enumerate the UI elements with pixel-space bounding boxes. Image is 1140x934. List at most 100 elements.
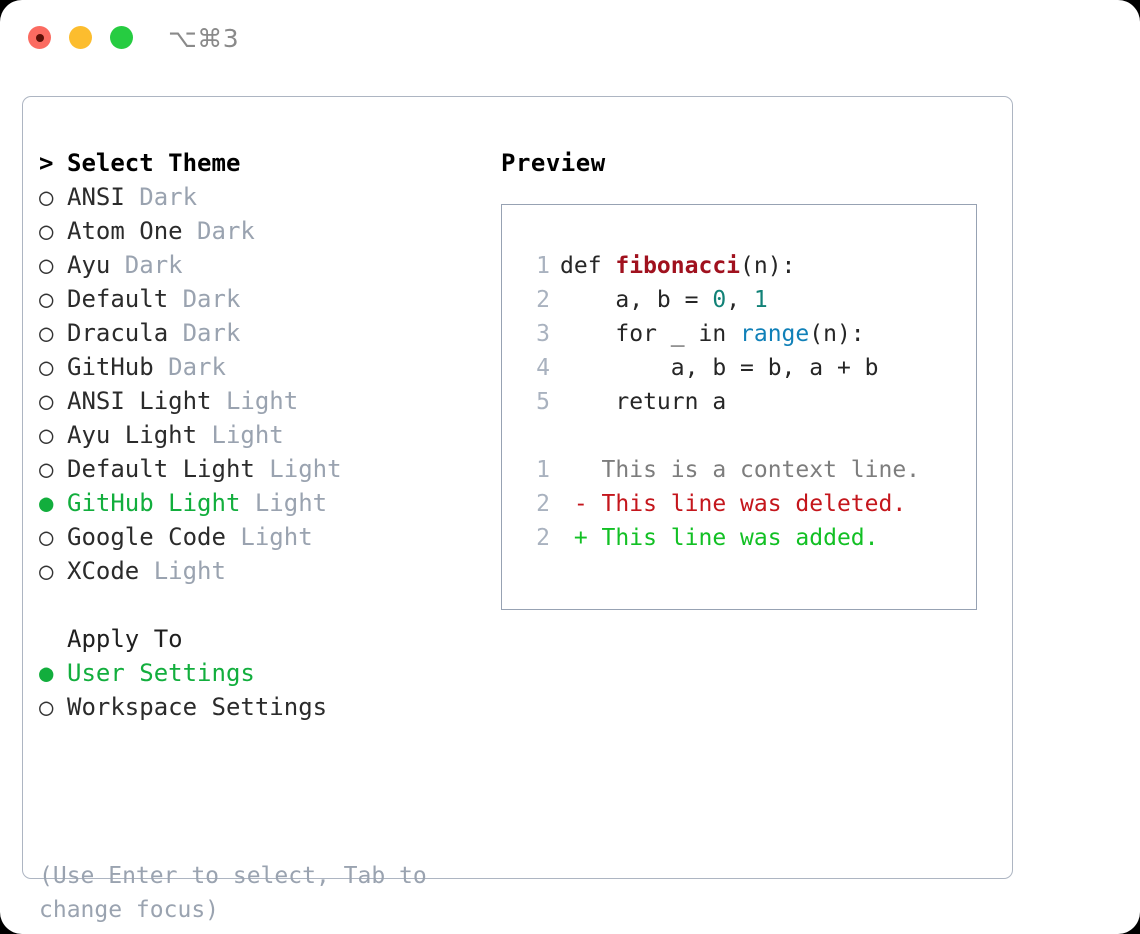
theme-category-label: Light <box>197 421 284 449</box>
theme-category-label: Dark <box>110 251 183 279</box>
radio-unselected-icon[interactable]: ○ <box>39 455 54 483</box>
apply-to-option-label: Workspace Settings <box>67 693 328 721</box>
code-token-plain: , <box>726 287 754 313</box>
radio-unselected-icon[interactable]: ○ <box>39 693 54 721</box>
code-line: 3 for _ in range(n): <box>524 317 920 351</box>
theme-option-label: Default <box>67 285 169 313</box>
theme-list-header: > Select Theme <box>39 149 479 183</box>
line-number: 5 <box>536 389 550 415</box>
line-number: 2 <box>536 491 550 517</box>
code-token-plain: return a <box>560 389 727 415</box>
theme-option-label: Default Light <box>67 455 255 483</box>
theme-option-ansi[interactable]: ○ ANSI Dark <box>39 183 479 217</box>
theme-category-label: Dark <box>182 217 255 245</box>
apply-to-heading: Apply To <box>39 625 479 659</box>
theme-option-label: GitHub Light <box>67 489 241 517</box>
code-token-add: + This line was added. <box>560 525 879 551</box>
radio-unselected-icon[interactable]: ○ <box>39 183 54 211</box>
theme-option-label: Atom One <box>67 217 183 245</box>
radio-unselected-icon[interactable]: ○ <box>39 285 54 313</box>
code-line: 1 This is a context line. <box>524 453 920 487</box>
cursor-marker-icon: > <box>39 149 54 177</box>
theme-category-label: Light <box>211 387 299 415</box>
code-token-plain: a, b = b, a + b <box>560 355 879 381</box>
line-number: 3 <box>536 321 550 347</box>
radio-selected-icon[interactable]: ● <box>39 489 54 517</box>
line-number: 1 <box>536 457 550 483</box>
theme-category-label: Light <box>225 523 313 551</box>
code-line: 2 + This line was added. <box>524 521 920 555</box>
theme-category-label: Light <box>240 489 328 517</box>
theme-category-label: Dark <box>168 319 241 347</box>
theme-option-xcode[interactable]: ○ XCode Light <box>39 557 479 591</box>
code-line: 2 - This line was deleted. <box>524 487 920 521</box>
line-number: 4 <box>536 355 550 381</box>
code-token-plain: for _ in <box>560 321 741 347</box>
theme-option-list: ○ ANSI Dark ○ Atom One Dark ○ Ayu Dark ○ Defaul… <box>39 183 479 591</box>
apply-to-option-user-settings[interactable]: ●User Settings <box>39 659 479 693</box>
theme-category-label: Dark <box>153 353 226 381</box>
theme-option-atom-one[interactable]: ○ Atom One Dark <box>39 217 479 251</box>
code-line: 4 a, b = b, a + b <box>524 351 920 385</box>
radio-unselected-icon[interactable]: ○ <box>39 319 54 347</box>
radio-unselected-icon[interactable]: ○ <box>39 353 54 381</box>
theme-option-label: Ayu <box>67 251 111 279</box>
list-spacer <box>39 591 479 625</box>
content-panel: >Select Theme ○ANSI Dark○Atom One Dark○A… <box>22 96 1013 923</box>
theme-selector-column: >Select Theme ○ANSI Dark○Atom One Dark○A… <box>39 149 479 727</box>
code-line: 5 return a <box>524 385 920 419</box>
line-number: 2 <box>536 525 550 551</box>
close-button[interactable] <box>28 26 51 49</box>
code-token-del: - This line was deleted. <box>560 491 907 517</box>
theme-option-label: ANSI Light <box>67 387 212 415</box>
theme-option-github[interactable]: ○GitHub Dark <box>39 353 479 387</box>
code-token-plain: (n): <box>740 253 796 279</box>
radio-unselected-icon[interactable]: ○ <box>39 387 54 415</box>
minimize-button[interactable] <box>69 26 92 49</box>
apply-to-option-list: ●User Settings○ Workspace Settings <box>39 659 479 727</box>
theme-list-title: Select Theme <box>67 149 241 177</box>
apply-to-option-workspace-settings[interactable]: ○ Workspace Settings <box>39 693 479 727</box>
radio-unselected-icon[interactable]: ○ <box>39 421 54 449</box>
apply-to-indent <box>39 625 67 653</box>
theme-category-label: Dark <box>168 285 241 313</box>
theme-category-label: Light <box>139 557 226 585</box>
preview-title: Preview <box>501 149 606 177</box>
radio-unselected-icon[interactable]: ○ <box>39 523 54 551</box>
code-token-plain: (n): <box>809 321 865 347</box>
radio-selected-icon[interactable]: ● <box>39 659 54 687</box>
code-token-num: 1 <box>753 287 768 313</box>
theme-option-default[interactable]: ○ Default Dark <box>39 285 479 319</box>
code-token-ctx: This is a context line. <box>560 457 921 483</box>
radio-unselected-icon[interactable]: ○ <box>39 557 54 585</box>
keyboard-shortcut-label: ⌥⌘3 <box>168 24 240 53</box>
title-bar: ⌥⌘3 <box>0 0 1140 78</box>
theme-option-google-code[interactable]: ○ Google Code Light <box>39 523 479 557</box>
apply-to-title: Apply To <box>67 625 183 653</box>
theme-option-github-light[interactable]: ● GitHub Light Light <box>39 489 479 523</box>
theme-option-ayu[interactable]: ○ Ayu Dark <box>39 251 479 285</box>
theme-option-label: ANSI <box>67 183 125 211</box>
theme-option-ansi-light[interactable]: ○ ANSI Light Light <box>39 387 479 421</box>
code-token-plain: a, b = <box>560 287 713 313</box>
theme-category-label: Light <box>254 455 342 483</box>
radio-unselected-icon[interactable]: ○ <box>39 217 54 245</box>
maximize-button[interactable] <box>110 26 133 49</box>
radio-unselected-icon[interactable]: ○ <box>39 251 54 279</box>
code-token-num: 0 <box>712 287 727 313</box>
theme-option-label: XCode <box>67 557 140 585</box>
theme-option-default-light[interactable]: ○ Default Light Light <box>39 455 479 489</box>
theme-option-label: Google Code <box>67 523 226 551</box>
theme-category-label: Dark <box>124 183 198 211</box>
theme-option-ayu-light[interactable]: ○Ayu Light Light <box>39 421 479 455</box>
theme-option-dracula[interactable]: ○ Dracula Dark <box>39 319 479 353</box>
traffic-lights <box>28 26 133 49</box>
code-token-plain: def <box>560 253 616 279</box>
code-line: 2 a, b = 0, 1 <box>524 283 920 317</box>
theme-option-label: Dracula <box>67 319 169 347</box>
code-token-fn: fibonacci <box>615 253 741 279</box>
line-number: 2 <box>536 287 550 313</box>
